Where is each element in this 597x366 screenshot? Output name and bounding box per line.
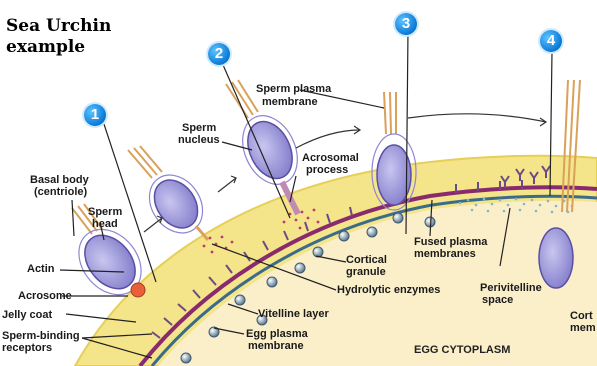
label-perivitelline-2: space <box>482 294 513 306</box>
label-acrosome: Acrosome <box>18 290 72 302</box>
step-1-badge: 1 <box>84 104 106 126</box>
label-acrosomal-1: Acrosomal <box>302 152 359 164</box>
title-line-1: Sea Urchin <box>6 16 111 37</box>
label-cortical-membrane-2: mem <box>570 322 596 334</box>
diagram-title: Sea Urchin example <box>6 16 111 58</box>
label-acrosomal-2: process <box>306 164 348 176</box>
step-3-badge: 3 <box>395 13 417 35</box>
label-actin: Actin <box>27 263 55 275</box>
label-sperm-head-1: Sperm <box>88 206 122 218</box>
step-4-badge: 4 <box>540 30 562 52</box>
step-2-badge: 2 <box>208 43 230 65</box>
label-sperm-nucleus-2: nucleus <box>178 134 220 146</box>
label-receptors: receptors <box>2 342 52 354</box>
label-egg-cytoplasm: EGG CYTOPLASM <box>414 344 510 356</box>
label-sperm-plasma-1: Sperm plasma <box>256 83 331 95</box>
label-basal-body: Basal body <box>30 174 89 186</box>
label-fused-2: membranes <box>414 248 476 260</box>
label-sperm-plasma-2: membrane <box>262 96 318 108</box>
label-egg-plasma-1: Egg plasma <box>246 328 308 340</box>
label-cortical-membrane-1: Cort <box>570 310 593 322</box>
label-perivitelline-1: Perivitelline <box>480 282 542 294</box>
label-sperm-binding: Sperm-binding <box>2 330 80 342</box>
label-cortical-1: Cortical <box>346 254 387 266</box>
label-egg-plasma-2: membrane <box>248 340 304 352</box>
label-jelly-coat: Jelly coat <box>2 309 52 321</box>
title-line-2: example <box>6 37 111 58</box>
label-sperm-nucleus-1: Sperm <box>182 122 216 134</box>
label-cortical-2: granule <box>346 266 386 278</box>
label-centriole: (centriole) <box>34 186 87 198</box>
label-sperm-head-2: head <box>92 218 118 230</box>
sperm-2 <box>128 146 213 243</box>
label-fused-1: Fused plasma <box>414 236 487 248</box>
label-hydrolytic: Hydrolytic enzymes <box>337 284 440 296</box>
label-vitelline: Vitelline layer <box>258 308 329 320</box>
